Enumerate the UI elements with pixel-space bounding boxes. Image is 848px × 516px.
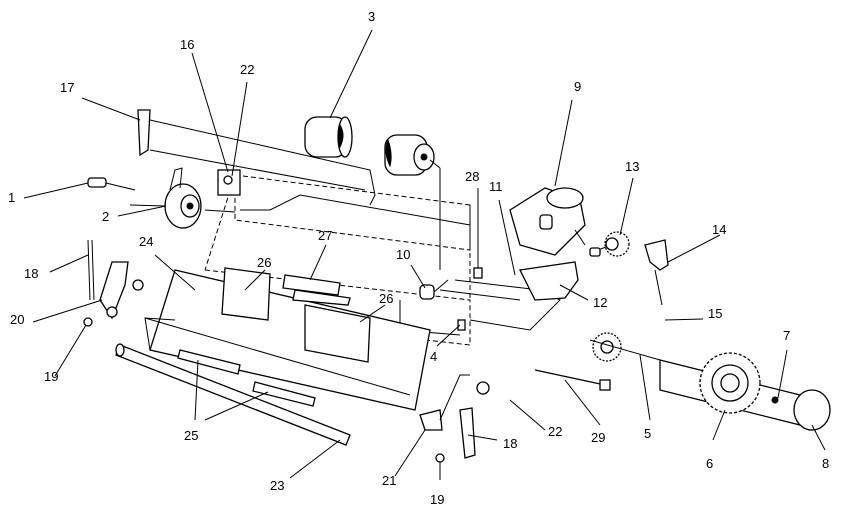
callout-20: 20: [10, 312, 25, 327]
part-28-screw: [473, 267, 483, 279]
callout-26-left: 26: [257, 255, 272, 270]
callout-23: 23: [270, 478, 285, 493]
part-3-roller: [304, 116, 353, 158]
callout-24: 24: [139, 234, 154, 249]
part-14-bracket: [644, 239, 669, 306]
callout-7: 7: [783, 328, 791, 343]
part-7-pin: [771, 396, 779, 404]
callout-8: 8: [822, 456, 830, 471]
part-10-connector: [419, 279, 449, 300]
callout-18-right: 18: [503, 436, 518, 451]
callout-26-right: 26: [379, 291, 394, 306]
callout-11: 11: [489, 179, 503, 194]
part-24-tray: [144, 269, 431, 411]
part-8-end-cap: [793, 389, 831, 431]
part-9-motor-housing: [509, 187, 586, 256]
callout-22-top: 22: [240, 62, 255, 77]
part-17-bar: [137, 109, 376, 206]
callout-28: 28: [465, 169, 480, 184]
callout-5: 5: [644, 426, 652, 441]
callout-6: 6: [706, 456, 714, 471]
part-6-large-gear: [659, 352, 801, 426]
callout-12: 12: [593, 295, 608, 310]
part-19-fastener-bottom: [435, 453, 445, 463]
part-26-plate-left: [221, 267, 271, 321]
callout-15: 15: [708, 306, 723, 321]
callout-22-bottom: 22: [548, 424, 563, 439]
callout-16: 16: [180, 37, 195, 52]
part-23-rod: [115, 343, 351, 446]
callout-21: 21: [382, 473, 397, 488]
part-26-plate-right: [304, 304, 371, 363]
callout-1: 1: [8, 190, 16, 205]
part-27-strip: [282, 274, 351, 306]
callout-10: 10: [396, 247, 411, 262]
leader-lines: [23, 29, 826, 480]
part-13-gear: [589, 231, 630, 257]
part-4-screw: [457, 319, 466, 331]
callout-9: 9: [574, 79, 582, 94]
callout-14: 14: [712, 222, 727, 237]
callout-18-left: 18: [24, 266, 39, 281]
part-19-fastener-left: [83, 317, 93, 327]
callout-3: 3: [368, 9, 376, 24]
callout-4: 4: [430, 349, 438, 364]
part-1-plug: [87, 177, 136, 191]
callout-19-bottom: 19: [430, 492, 445, 507]
roller-cylinder: [384, 134, 441, 270]
part-29-shaft: [534, 369, 611, 391]
callout-25: 25: [184, 428, 199, 443]
callout-19-left: 19: [44, 369, 59, 384]
part-12-plate: [519, 261, 579, 301]
part-5-gear: [589, 332, 661, 362]
part-21-linkage-right: [419, 374, 490, 459]
callout-17: 17: [60, 80, 75, 95]
callout-29: 29: [591, 430, 606, 445]
callout-2: 2: [102, 209, 110, 224]
part-25-rods: [177, 349, 316, 407]
part-16-bracket: [217, 169, 241, 196]
callout-13: 13: [625, 159, 640, 174]
callout-27: 27: [318, 228, 333, 243]
part-18-linkage-left: [87, 239, 144, 320]
part-2-motor: [129, 167, 236, 229]
